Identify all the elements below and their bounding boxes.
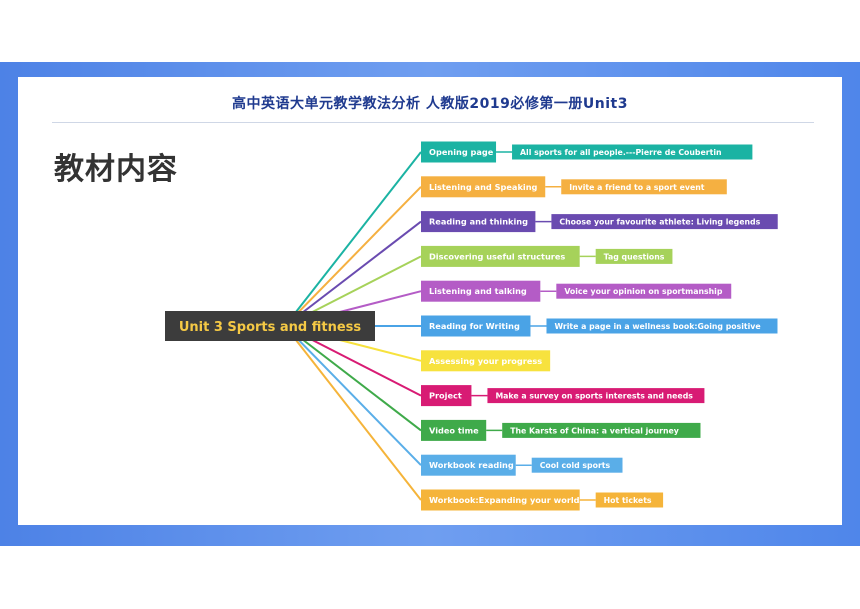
branch-box xyxy=(421,419,487,441)
branch-label: Reading and thinking xyxy=(429,217,528,227)
branch-box xyxy=(421,489,580,511)
child-node: Cool cold sports xyxy=(531,457,623,473)
child-node: Tag questions xyxy=(595,248,673,264)
child-box xyxy=(487,388,705,404)
branch-label: Video time xyxy=(429,425,479,435)
child-box xyxy=(546,318,778,334)
branch-node: Assessing your progress xyxy=(421,350,551,372)
child-node: All sports for all people.---Pierre de C… xyxy=(512,144,753,160)
child-box xyxy=(502,422,701,438)
child-box xyxy=(551,214,778,230)
header-title: 高中英语大单元教学教法分析 人教版2019必修第一册Unit3 xyxy=(232,96,628,112)
child-node: Choose your favourite athlete: Living le… xyxy=(551,214,778,230)
child-label: Invite a friend to a sport event xyxy=(569,183,705,192)
branch-box xyxy=(421,454,516,476)
section-title: 教材内容 xyxy=(54,152,178,187)
branch-node: Reading and thinking xyxy=(421,211,536,233)
header-divider xyxy=(52,122,814,123)
child-box xyxy=(561,179,727,195)
child-node: The Karsts of China: a vertical journey xyxy=(502,422,701,438)
child-label: Write a page in a wellness book:Going po… xyxy=(554,322,760,331)
branch-label: Project xyxy=(429,391,462,401)
branch-box xyxy=(421,211,536,233)
branch-node: Workbook:Expanding your world xyxy=(421,489,580,511)
child-label: Voice your opinion on sportmanship xyxy=(564,287,723,296)
child-node: Hot tickets xyxy=(595,492,664,508)
branch-node: Reading for Writing xyxy=(421,315,531,337)
branch-box xyxy=(421,245,580,267)
root-node: Unit 3 Sports and fitness xyxy=(165,311,375,341)
child-label: Tag questions xyxy=(604,252,665,261)
child-label: Make a survey on sports interests and ne… xyxy=(495,392,693,401)
child-label: Hot tickets xyxy=(604,496,652,505)
connector-line xyxy=(284,325,422,501)
branch-node: Discovering useful structures xyxy=(421,245,580,267)
branch-label: Reading for Writing xyxy=(429,321,520,331)
root-box xyxy=(165,311,375,341)
branch-box xyxy=(421,350,551,372)
connector-lines xyxy=(284,151,422,501)
branch-node: Listening and talking xyxy=(421,280,541,302)
connector-line xyxy=(284,325,422,432)
branch-label: Workbook:Expanding your world xyxy=(429,495,580,505)
branch-node: Workbook reading xyxy=(421,454,516,476)
branch-label: Discovering useful structures xyxy=(429,251,565,261)
branch-label: Listening and talking xyxy=(429,286,527,296)
branch-node: Listening and Speaking xyxy=(421,176,546,198)
connector-line xyxy=(284,186,422,327)
branch-label: Assessing your progress xyxy=(429,356,542,366)
branch-node: Video time xyxy=(421,419,487,441)
child-node: Invite a friend to a sport event xyxy=(561,179,727,195)
child-node: Voice your opinion on sportmanship xyxy=(556,283,732,299)
child-label: Cool cold sports xyxy=(540,461,611,470)
child-box xyxy=(595,248,673,264)
branch-label: Listening and Speaking xyxy=(429,182,538,192)
connector-line xyxy=(284,151,422,327)
child-box xyxy=(531,457,623,473)
connector-line xyxy=(284,220,422,327)
child-label: All sports for all people.---Pierre de C… xyxy=(520,148,722,157)
branch-box xyxy=(421,385,472,407)
branch-label: Workbook reading xyxy=(429,460,514,470)
branch-node: Opening page xyxy=(421,141,497,163)
child-node: Make a survey on sports interests and ne… xyxy=(487,388,705,404)
child-label: The Karsts of China: a vertical journey xyxy=(510,426,679,435)
branch-label: Opening page xyxy=(429,147,494,157)
branch-nodes: Opening page All sports for all people.--… xyxy=(421,141,778,511)
branch-node: Project xyxy=(421,385,472,407)
branch-box xyxy=(421,280,541,302)
branch-box xyxy=(421,176,546,198)
child-label: Choose your favourite athlete: Living le… xyxy=(559,218,760,227)
child-box xyxy=(556,283,732,299)
branch-box xyxy=(421,141,497,163)
child-box xyxy=(595,492,664,508)
child-node: Write a page in a wellness book:Going po… xyxy=(546,318,778,334)
connector-line xyxy=(284,325,422,466)
branch-box xyxy=(421,315,531,337)
child-box xyxy=(512,144,753,160)
root-label: Unit 3 Sports and fitness xyxy=(179,320,362,335)
